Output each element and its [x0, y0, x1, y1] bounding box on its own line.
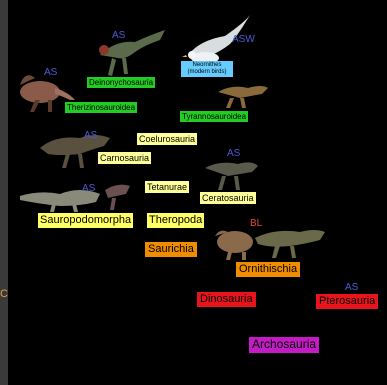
- tag-ornithischia: BL: [250, 218, 263, 229]
- tag-pterosauria: AS: [345, 282, 359, 293]
- clade-ornithischia: Ornithischia: [236, 262, 301, 277]
- clade-sauropodomorpha: Sauropodomorpha: [38, 213, 134, 228]
- tag-ceratosauria: AS: [227, 148, 241, 159]
- clade-tetanurae: Tetanurae: [145, 181, 190, 194]
- clade-deinonychosauria: Deinonychosauria: [87, 77, 156, 89]
- tag-sauropodomorpha: AS: [82, 183, 96, 194]
- small-theropod-illustration: [105, 184, 130, 210]
- clade-archosauria: Archosauria: [249, 337, 320, 353]
- tag-deinonychosauria: AS: [112, 30, 126, 41]
- edge-fragment: C: [0, 288, 8, 300]
- deinonychus-illustration: [99, 30, 165, 76]
- dinosaur-illustrations: [20, 15, 325, 260]
- clade-ceratosauria: Ceratosauria: [200, 192, 256, 205]
- carnosaur-illustration: [40, 135, 110, 168]
- clade-tyrannosauroidea: Tyrannosauroidea: [180, 111, 249, 123]
- tyrannosaur-illustration: [218, 86, 268, 108]
- ceratosaur-illustration: [205, 162, 258, 190]
- ceratopsian-illustration: [215, 230, 253, 260]
- clade-theropoda: Theropoda: [147, 213, 205, 228]
- clade-therizinosauroidea: Therizinosauroidea: [65, 102, 138, 114]
- sauropodomorph-illustration: [20, 190, 100, 212]
- branch-saurichia: [156, 246, 234, 304]
- tag-carnosauria: AS: [84, 130, 98, 141]
- tag-therizinosauroidea: AS: [44, 67, 58, 78]
- clade-neornithes-line2: (modern birds): [187, 68, 227, 75]
- branch-coelurosauria: [155, 137, 165, 191]
- clade-neornithes-line1: Neornithes: [192, 62, 222, 68]
- clade-carnosauria: Carnosauria: [98, 152, 152, 165]
- therizinosaur-illustration: [20, 75, 75, 112]
- branch-neornithes: [148, 86, 212, 107]
- clade-dinosauria: Dinosauria: [197, 292, 256, 307]
- ornithopod-illustration: [255, 230, 325, 258]
- clade-neornithes: Neornithes (modern birds): [181, 61, 233, 77]
- clade-pterosauria: Pterosauria: [316, 294, 379, 309]
- tag-neornithes: ASW: [232, 34, 255, 45]
- clade-coelurosauria: Coelurosauria: [137, 133, 198, 146]
- left-edge-strip: [0, 0, 8, 385]
- clade-saurichia: Saurichia: [145, 242, 197, 257]
